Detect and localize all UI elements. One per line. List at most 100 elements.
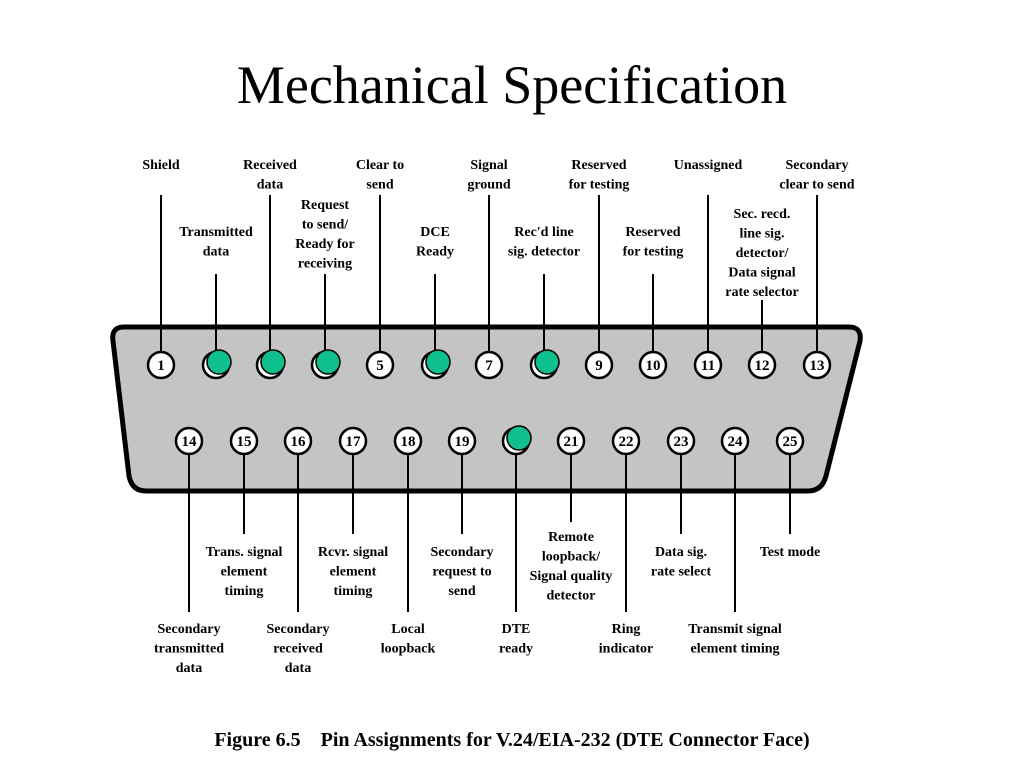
figure-caption: Figure 6.5 Pin Assignments for V.24/EIA-… bbox=[214, 729, 810, 751]
pin-label: Unassigned bbox=[674, 158, 743, 173]
pin-label: Clear to send bbox=[356, 158, 404, 193]
pin-label-line: Rec'd line bbox=[514, 225, 574, 240]
pin-circle bbox=[447, 426, 477, 456]
pin-circle bbox=[775, 426, 805, 456]
pin-label-line: detector/ bbox=[736, 246, 790, 261]
pin-label: Signal ground bbox=[467, 158, 511, 193]
pin-label-line: timing bbox=[225, 584, 264, 599]
pin-number: 25 bbox=[783, 434, 798, 450]
pin-label-line: Shield bbox=[142, 158, 180, 173]
pin-label-line: loopback bbox=[381, 642, 436, 657]
pin-number: 21 bbox=[564, 434, 579, 450]
pin-label-line: to send/ bbox=[302, 218, 349, 233]
pin-circle bbox=[720, 426, 750, 456]
pin-circle bbox=[393, 426, 423, 456]
pin-circle bbox=[611, 426, 641, 456]
pin-circle bbox=[556, 426, 586, 456]
pin-label-line: Secondary bbox=[786, 158, 849, 173]
pin-number: 15 bbox=[237, 434, 252, 450]
pin-number: 16 bbox=[291, 434, 307, 450]
pin-label-line: receiving bbox=[298, 257, 352, 272]
pin-label: Test mode bbox=[760, 545, 821, 560]
pin-label-line: data bbox=[176, 661, 202, 676]
active-pin-dot bbox=[506, 425, 532, 451]
pin-label-line: Transmit signal bbox=[688, 622, 782, 637]
pin-number: 19 bbox=[455, 434, 470, 450]
pin-circle bbox=[638, 350, 668, 380]
pin-circle bbox=[365, 350, 395, 380]
pin-label-line: detector bbox=[547, 589, 596, 604]
pin-label: Data sig. rate select bbox=[651, 545, 712, 580]
pin-label: DCE Ready bbox=[416, 225, 454, 260]
pin-6: DCE Ready bbox=[416, 225, 454, 380]
pin-label-line: Unassigned bbox=[674, 158, 743, 173]
pin-4: Request to send/Ready for receiving bbox=[295, 198, 355, 380]
pin-circle bbox=[474, 350, 504, 380]
pin-label-line: Rcvr. signal bbox=[318, 545, 388, 560]
pin-label-line: rate select bbox=[651, 565, 712, 580]
pin-label-line: Ring bbox=[612, 622, 641, 637]
pin-label-line: Clear to bbox=[356, 158, 404, 173]
pin-7: 7 Signal ground bbox=[467, 158, 511, 380]
pin-label-line: line sig. bbox=[739, 227, 784, 242]
pin-label-line: Reserved bbox=[571, 158, 626, 173]
pin-label: Request to send/Ready for receiving bbox=[295, 198, 355, 272]
pin-label-line: Signal bbox=[470, 158, 507, 173]
pin-label-line: Request bbox=[301, 198, 350, 213]
pin-label-line: DCE bbox=[420, 225, 450, 240]
pin-label-line: rate selector bbox=[725, 285, 798, 300]
active-pin-dot bbox=[206, 349, 232, 375]
pin-circle bbox=[802, 350, 832, 380]
pin-label-line: element bbox=[330, 565, 377, 580]
pin-label-line: ready bbox=[499, 642, 533, 657]
pin-label-line: Local bbox=[391, 622, 425, 637]
pin-label-line: Ready bbox=[416, 245, 454, 260]
pin-label: Rec'd line sig. detector bbox=[508, 225, 580, 260]
active-pin-dot bbox=[315, 349, 341, 375]
pin-label-line: clear to send bbox=[779, 178, 854, 193]
pin-label-line: Sec. recd. bbox=[734, 207, 791, 222]
pin-label-line: ground bbox=[467, 178, 511, 193]
pin-number: 18 bbox=[401, 434, 416, 450]
pin-label-line: Data sig. bbox=[655, 545, 707, 560]
pin-8: Rec'd line sig. detector bbox=[508, 225, 580, 380]
slide-title: Mechanical Specification bbox=[236, 55, 788, 115]
pin-label-line: Trans. signal bbox=[206, 545, 283, 560]
pin-label-line: sig. detector bbox=[508, 245, 580, 260]
pin-label-line: indicator bbox=[599, 642, 653, 657]
pin-label-line: send bbox=[366, 178, 393, 193]
pin-label-line: transmitted bbox=[154, 642, 224, 657]
pin-label-line: Signal quality bbox=[530, 569, 613, 584]
pin-number: 13 bbox=[810, 358, 825, 374]
active-pin-dot bbox=[534, 349, 560, 375]
pin-label-line: Ready for bbox=[295, 237, 355, 252]
pin-label-line: data bbox=[257, 178, 283, 193]
pin-label-line: loopback/ bbox=[542, 550, 601, 565]
pin-number: 22 bbox=[619, 434, 634, 450]
pin-number: 7 bbox=[485, 358, 493, 374]
pin-label: Shield bbox=[142, 158, 180, 173]
